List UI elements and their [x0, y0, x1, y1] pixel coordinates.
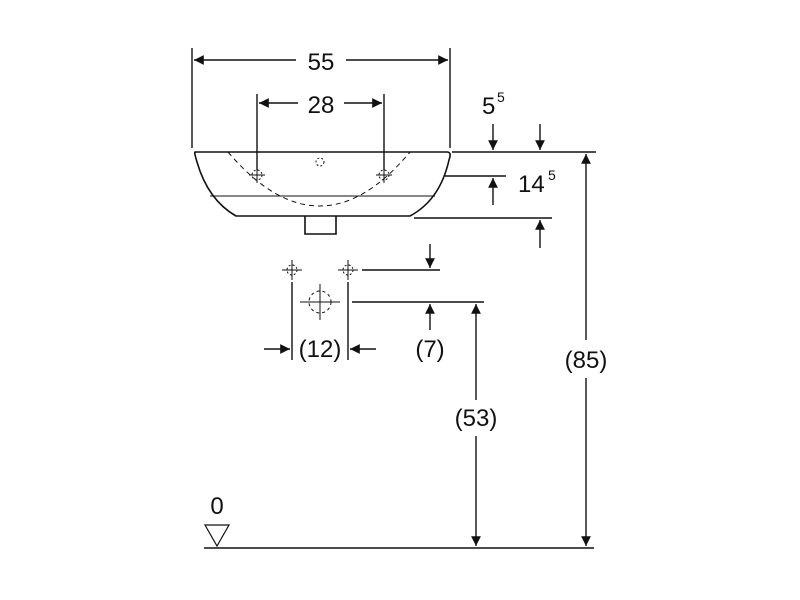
drain-spacing-label: (12)	[299, 336, 342, 363]
drain-outlet	[300, 284, 340, 320]
bowl-depth-label: 14	[518, 171, 545, 198]
rim-thickness-label: 5	[482, 93, 495, 120]
drain-offset-label: (7)	[415, 336, 444, 363]
floor-level-triangle	[203, 524, 231, 548]
basin-bowl-dashed	[227, 151, 411, 207]
floor-level-label: 0	[210, 493, 223, 520]
wall-connection-left	[282, 260, 302, 280]
drain-height-label: (53)	[455, 405, 498, 432]
wall-connection-right	[338, 260, 358, 280]
rim-thickness-sup: 5	[497, 89, 505, 105]
basin-outline	[193, 151, 451, 217]
basin-drain-stub	[304, 216, 337, 235]
bowl-depth-sup: 5	[548, 167, 556, 183]
tap-spacing-label: 28	[308, 92, 335, 119]
overflow-hole	[315, 157, 325, 167]
overall-width-label: 55	[308, 49, 335, 76]
install-height-label: (85)	[565, 347, 608, 374]
